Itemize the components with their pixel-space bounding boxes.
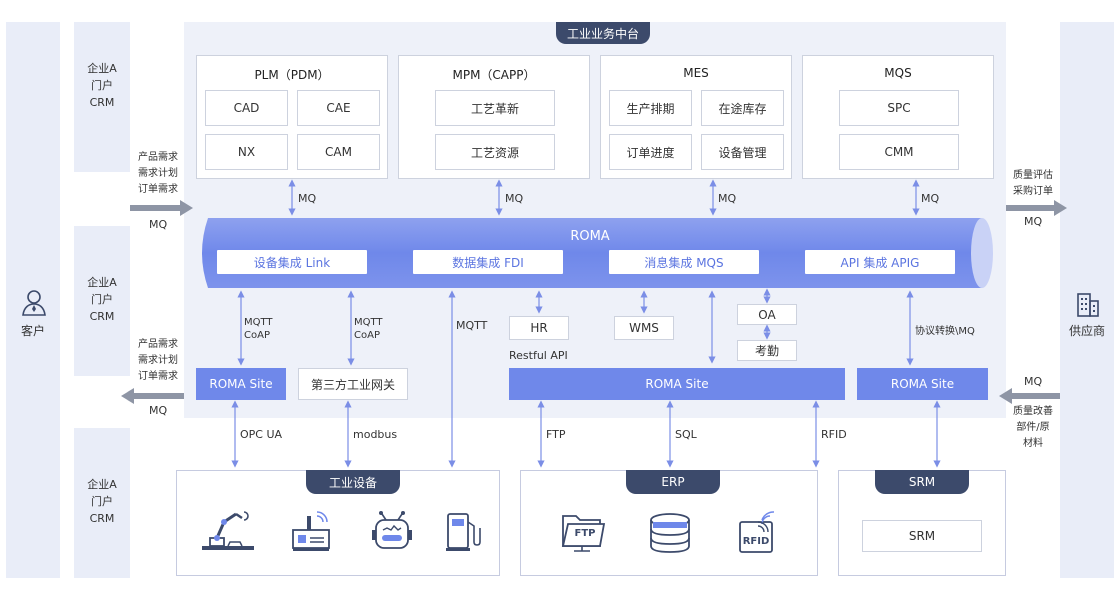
mqs-system: MQS SPC CMM (802, 55, 994, 179)
rfid-icon-text: RFID (742, 536, 770, 547)
database-icon (648, 512, 692, 554)
restful-api-label: Restful API (509, 349, 568, 362)
mq-label: MQ (1024, 375, 1043, 388)
hr-box[interactable]: HR (509, 316, 569, 340)
mes-item[interactable]: 订单进度 (609, 134, 692, 170)
sql-label: SQL (675, 428, 697, 441)
roma-site-right[interactable]: ROMA Site (857, 368, 988, 400)
plm-item[interactable]: CAM (297, 134, 380, 170)
mes-system: MES 生产排期 在途库存 订单进度 设备管理 (600, 55, 792, 179)
mqs-title: MQS (884, 66, 912, 80)
roma-bus (196, 218, 996, 288)
portal-line: CRM (89, 96, 115, 109)
oa-box[interactable]: OA (737, 304, 797, 325)
mq-label: MQ (921, 192, 940, 205)
roma-title: ROMA (570, 228, 610, 244)
integration-mqs[interactable]: 消息集成 MQS (609, 250, 759, 274)
mes-item[interactable]: 设备管理 (701, 134, 784, 170)
rfid-label: RFID (821, 428, 847, 441)
srm-item[interactable]: SRM (862, 520, 982, 552)
integration-apig[interactable]: API 集成 APIG (805, 250, 955, 274)
integration-link[interactable]: 设备集成 Link (217, 250, 367, 274)
roma-site-center[interactable]: ROMA Site (509, 368, 845, 400)
attendance-box[interactable]: 考勤 (737, 340, 797, 361)
left-upper-flow: 产品需求需求计划订单需求 (138, 152, 178, 195)
fuel-pump-icon (444, 510, 484, 552)
mes-title: MES (683, 66, 709, 80)
mq-label: MQ (1024, 215, 1043, 228)
portal-line: CRM (89, 512, 115, 525)
mq-label: MQ (149, 404, 168, 417)
portal-crm-middle: 企业A 门户 CRM (74, 226, 130, 376)
portal-line: 企业A (87, 478, 117, 491)
mqs-item[interactable]: SPC (839, 90, 959, 126)
mqs-item[interactable]: CMM (839, 134, 959, 170)
building-icon (1075, 290, 1101, 318)
customer-panel (6, 22, 60, 578)
roma-site-left[interactable]: ROMA Site (196, 368, 286, 400)
modbus-label: modbus (353, 428, 398, 441)
mq-label: MQ (505, 192, 524, 205)
wms-box[interactable]: WMS (614, 316, 674, 340)
customer-label: 客户 (20, 323, 45, 338)
plm-item[interactable]: NX (205, 134, 288, 170)
mpm-system: MPM（CAPP） 工艺革新 工艺资源 (398, 55, 590, 179)
rfid-icon: RFID (738, 510, 782, 554)
mq-label: MQ (149, 218, 168, 231)
portal-line: 企业A (87, 62, 117, 75)
portal-crm-bottom: 企业A 门户 CRM (74, 428, 130, 578)
mes-item[interactable]: 生产排期 (609, 90, 692, 126)
customer-icon (19, 288, 49, 318)
ftp-folder-icon: FTP (560, 510, 606, 554)
portal-line: 门户 (91, 79, 113, 92)
protocol-conversion-label: 协议转换\MQ (915, 326, 975, 337)
plm-system: PLM（PDM） CAD CAE NX CAM (196, 55, 388, 179)
mqtt-label: MQTT (456, 319, 488, 332)
mes-item[interactable]: 在途库存 (701, 90, 784, 126)
plm-title: PLM（PDM） (254, 68, 330, 82)
mq-label: MQ (718, 192, 737, 205)
third-party-gateway[interactable]: 第三方工业网关 (298, 368, 408, 400)
srm-title: SRM (875, 470, 969, 494)
supplier-label: 供应商 (1068, 323, 1105, 338)
platform-title: 工业业务中台 (556, 22, 650, 44)
plm-item[interactable]: CAE (297, 90, 380, 126)
left-lower-flow: 产品需求需求计划订单需求 (138, 339, 178, 382)
robot-arm-icon (200, 508, 260, 552)
portal-line: 企业A (87, 276, 117, 289)
plc-device-icon (290, 510, 334, 552)
portal-line: 门户 (91, 293, 113, 306)
mpm-title: MPM（CAPP） (452, 68, 536, 82)
right-lower-flow: 质量改善部件/原材料 (1013, 406, 1053, 449)
erp-title: ERP (626, 470, 720, 494)
mq-label: MQ (298, 192, 317, 205)
portal-line: CRM (89, 310, 115, 323)
ftp-label: FTP (546, 428, 566, 441)
ftp-icon-text: FTP (574, 528, 596, 539)
plm-item[interactable]: CAD (205, 90, 288, 126)
portal-line: 门户 (91, 495, 113, 508)
mpm-item[interactable]: 工艺革新 (435, 90, 555, 126)
robot-icon (370, 508, 414, 552)
mpm-item[interactable]: 工艺资源 (435, 134, 555, 170)
industrial-title: 工业设备 (306, 470, 400, 494)
integration-fdi[interactable]: 数据集成 FDI (413, 250, 563, 274)
opc-ua-label: OPC UA (240, 428, 283, 441)
portal-crm-top: 企业A 门户 CRM (74, 22, 130, 172)
right-upper-flow: 质量评估采购订单 (1013, 170, 1053, 197)
